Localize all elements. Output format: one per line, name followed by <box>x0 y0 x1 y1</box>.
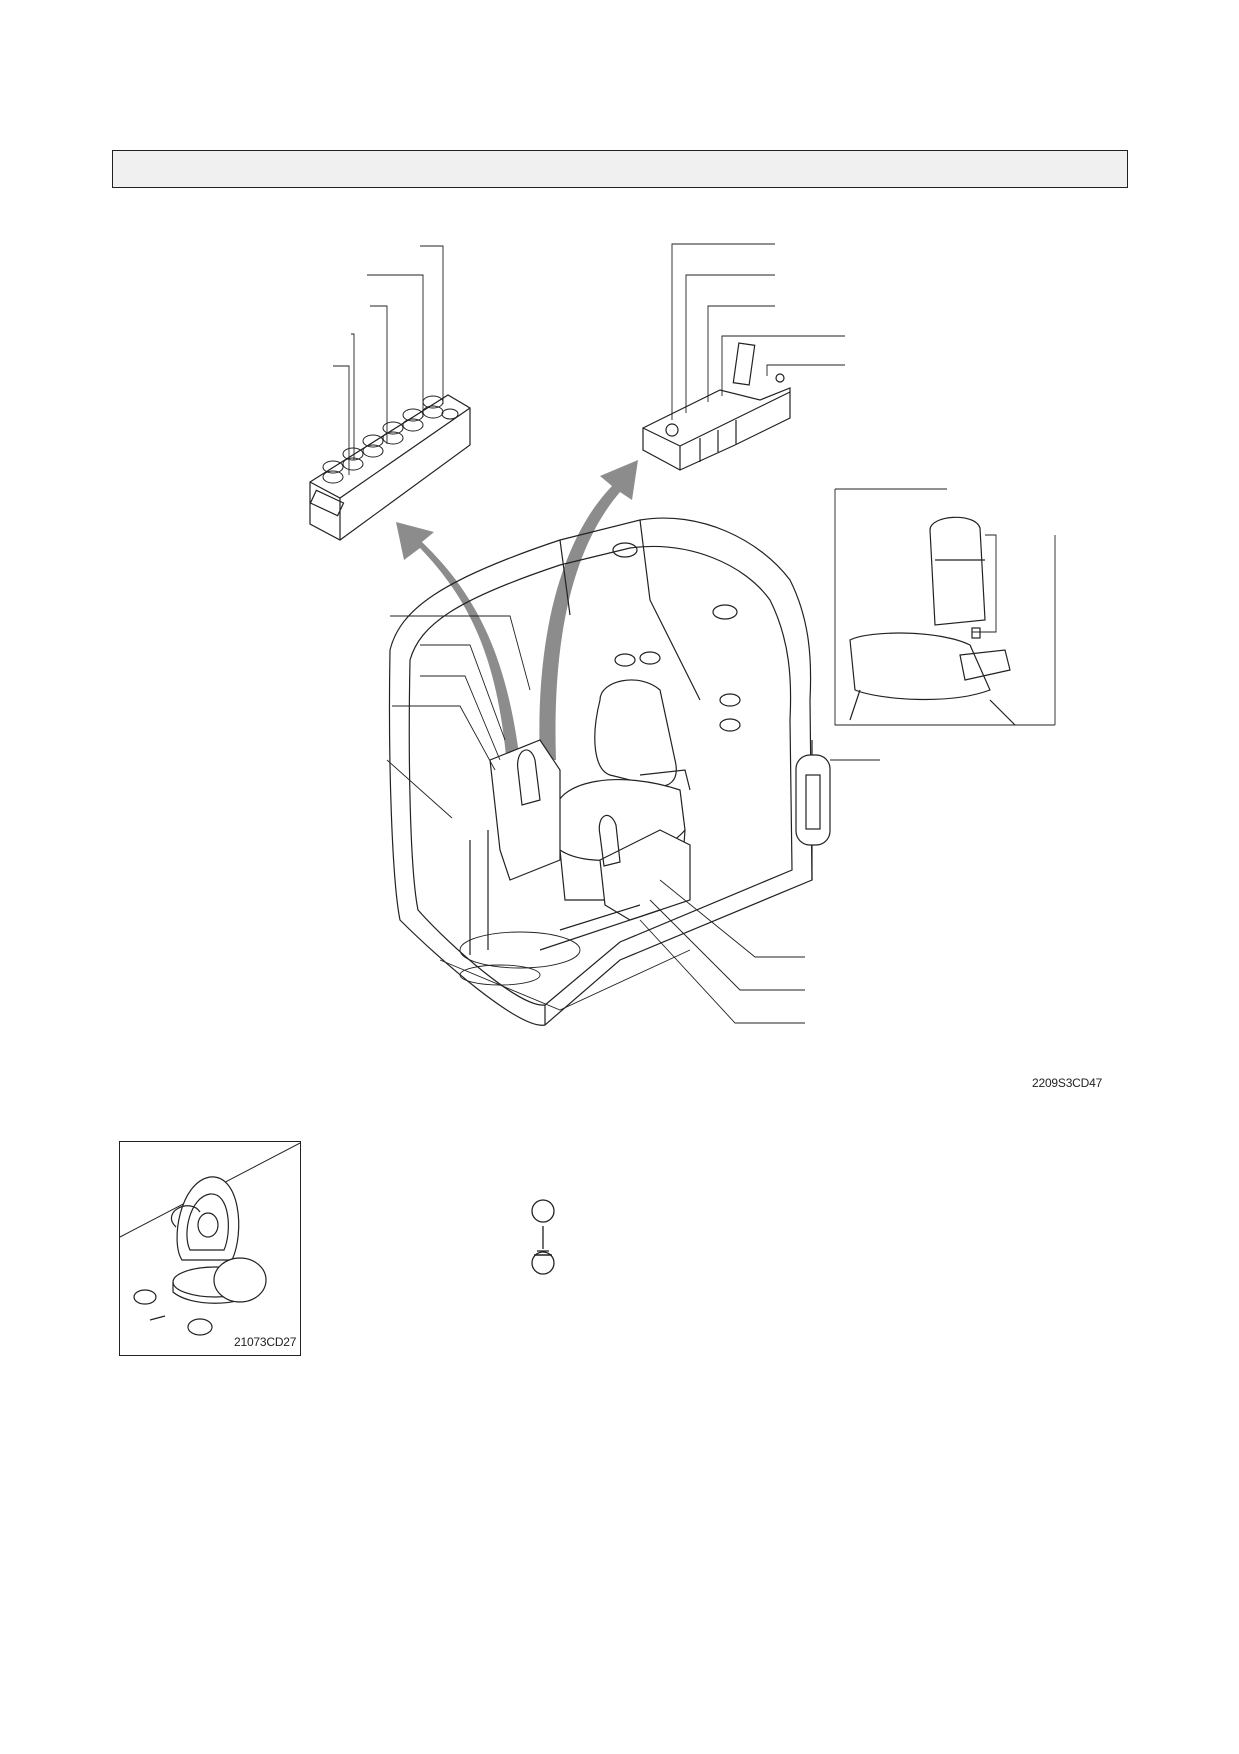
seat-inset <box>834 488 1056 726</box>
main-figure-code: 2209S3CD47 <box>1032 1076 1103 1090</box>
cab-bottom-leaders <box>639 879 805 1024</box>
ignition-key-drawing <box>120 1142 300 1336</box>
left-switch-panel <box>309 394 471 541</box>
right-panel-leaders <box>671 243 845 420</box>
side-switch-box <box>795 754 831 846</box>
roof-fixtures <box>612 542 741 732</box>
cab-illustration <box>309 243 1056 1026</box>
cab-body <box>388 517 813 1026</box>
inset-figure-code: 21073CD27 <box>234 1335 297 1349</box>
control-consoles <box>469 739 691 955</box>
key-inset: 21073CD27 <box>119 1141 301 1356</box>
left-panel-leaders <box>333 245 444 475</box>
key-position-symbol <box>531 1199 555 1275</box>
right-switch-panel <box>642 342 791 471</box>
section-header-bar <box>112 150 1128 188</box>
cab-floor <box>439 931 691 1011</box>
cab-left-leaders <box>386 615 531 819</box>
